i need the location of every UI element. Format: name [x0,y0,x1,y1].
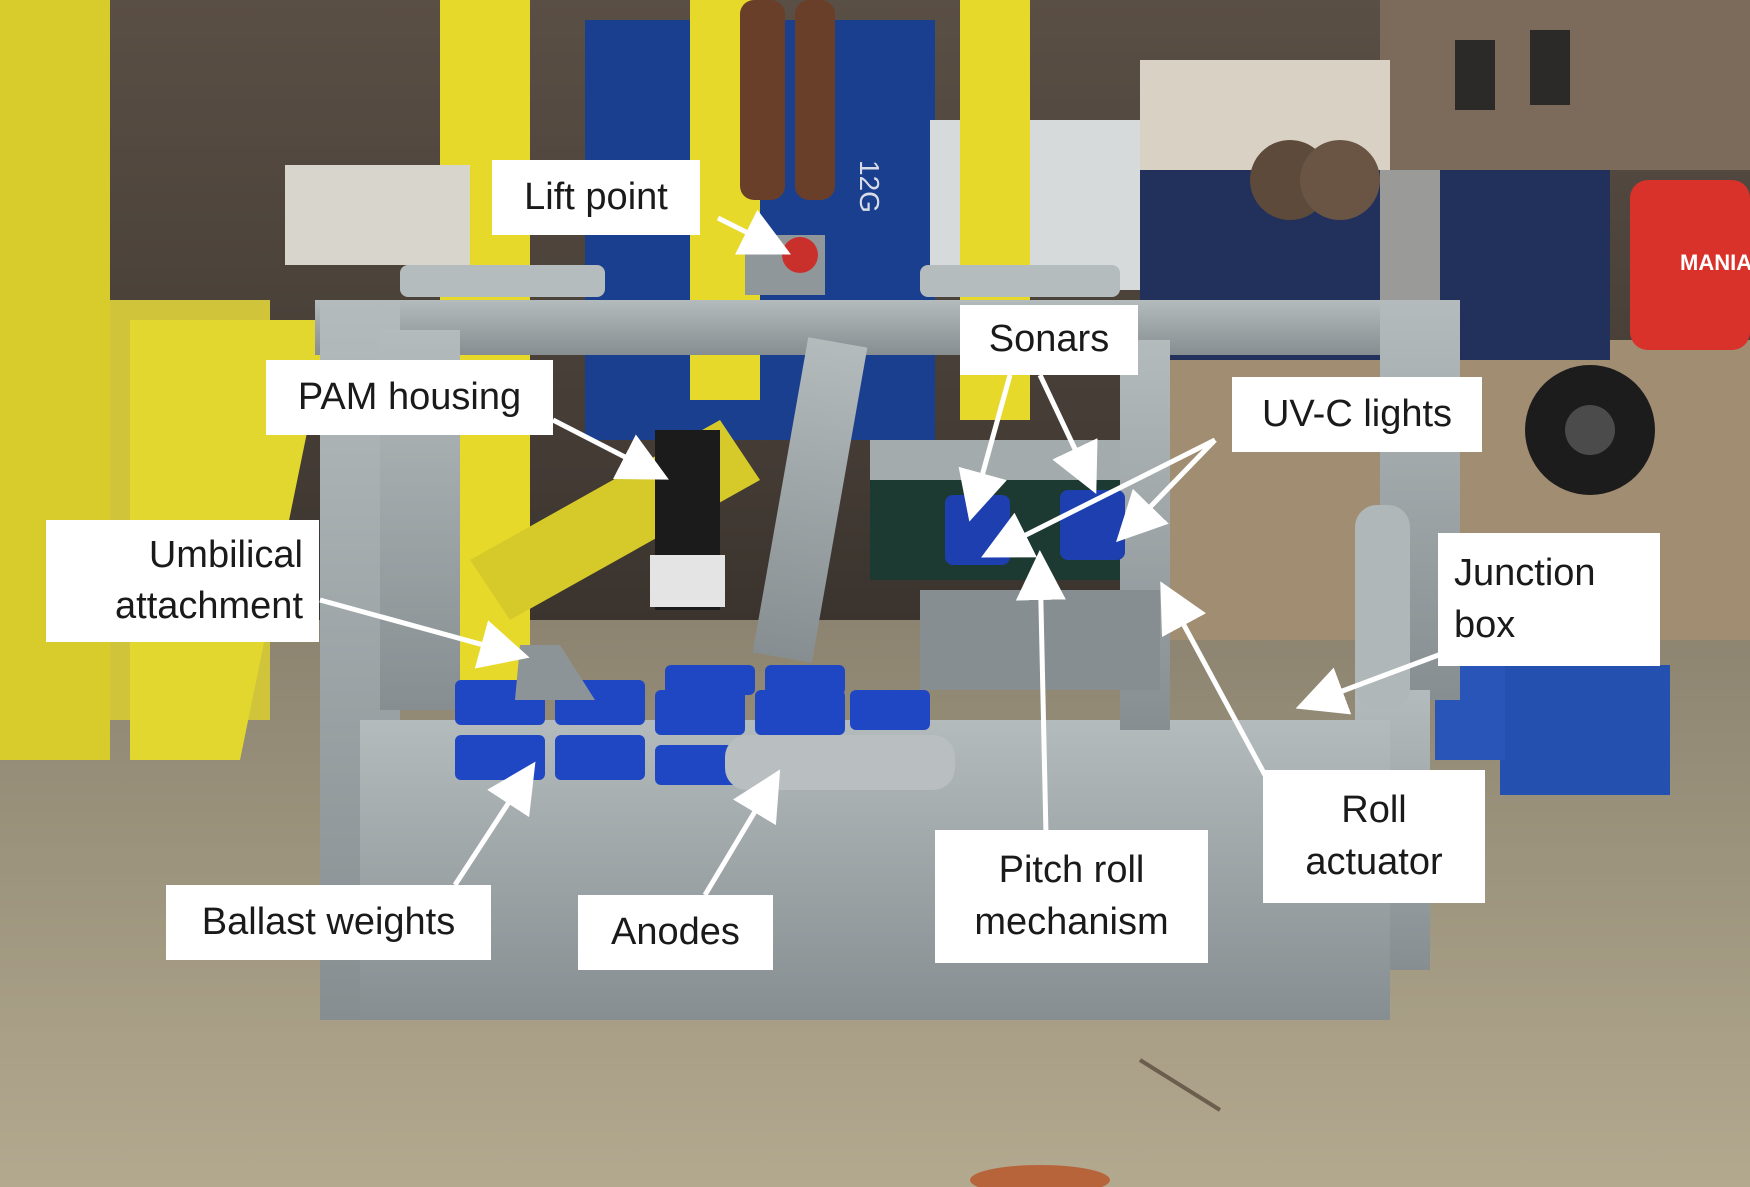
label-anodes-text: Anodes [611,910,740,953]
label-pitch-line2: mechanism [974,900,1169,943]
label-junction-line1: Junction [1454,552,1596,595]
lifting-sling [740,0,785,200]
label-roll-line1: Roll [1341,789,1407,832]
label-lift-point-text: Lift point [524,175,668,218]
label-junction-box: Junction box [1438,533,1660,666]
label-umbilical-attachment: Umbilical attachment [46,520,319,642]
label-umbilical-line1: Umbilical [148,533,303,576]
lift-brand-text: MANIA [1680,250,1750,275]
label-pitch-roll-mechanism: Pitch roll mechanism [935,830,1208,963]
yellow-crane-post [0,0,110,760]
anode [725,735,955,790]
label-anodes: Anodes [578,895,773,970]
label-umbilical-line2: attachment [115,585,303,627]
label-uvc-lights: UV-C lights [1232,377,1482,452]
junction-box-plate [1355,505,1410,710]
label-ballast-text: Ballast weights [201,900,456,943]
sonar-left [945,495,1010,565]
label-sonars-text: Sonars [988,318,1110,361]
top-plate-left [400,265,605,297]
red-aerial-lift [1630,180,1750,350]
sonar-right [1060,490,1125,560]
top-plate-right [920,265,1120,297]
label-roll-line2: actuator [1305,840,1443,883]
label-sonars: Sonars [960,305,1138,375]
label-pam-housing: PAM housing [266,360,553,435]
label-uvc-lights-text: UV-C lights [1261,392,1453,435]
label-roll-actuator: Roll actuator [1263,770,1485,903]
blue-crate [1500,665,1670,795]
label-lift-point: Lift point [492,160,700,235]
label-ballast-weights: Ballast weights [166,885,491,960]
label-pitch-line1: Pitch roll [998,849,1145,892]
umbilical-attachment [515,645,595,700]
label-pam-housing-text: PAM housing [297,375,522,418]
container-code-text: 12G [854,160,885,213]
label-junction-line2: box [1454,603,1516,646]
white-box [285,165,470,265]
